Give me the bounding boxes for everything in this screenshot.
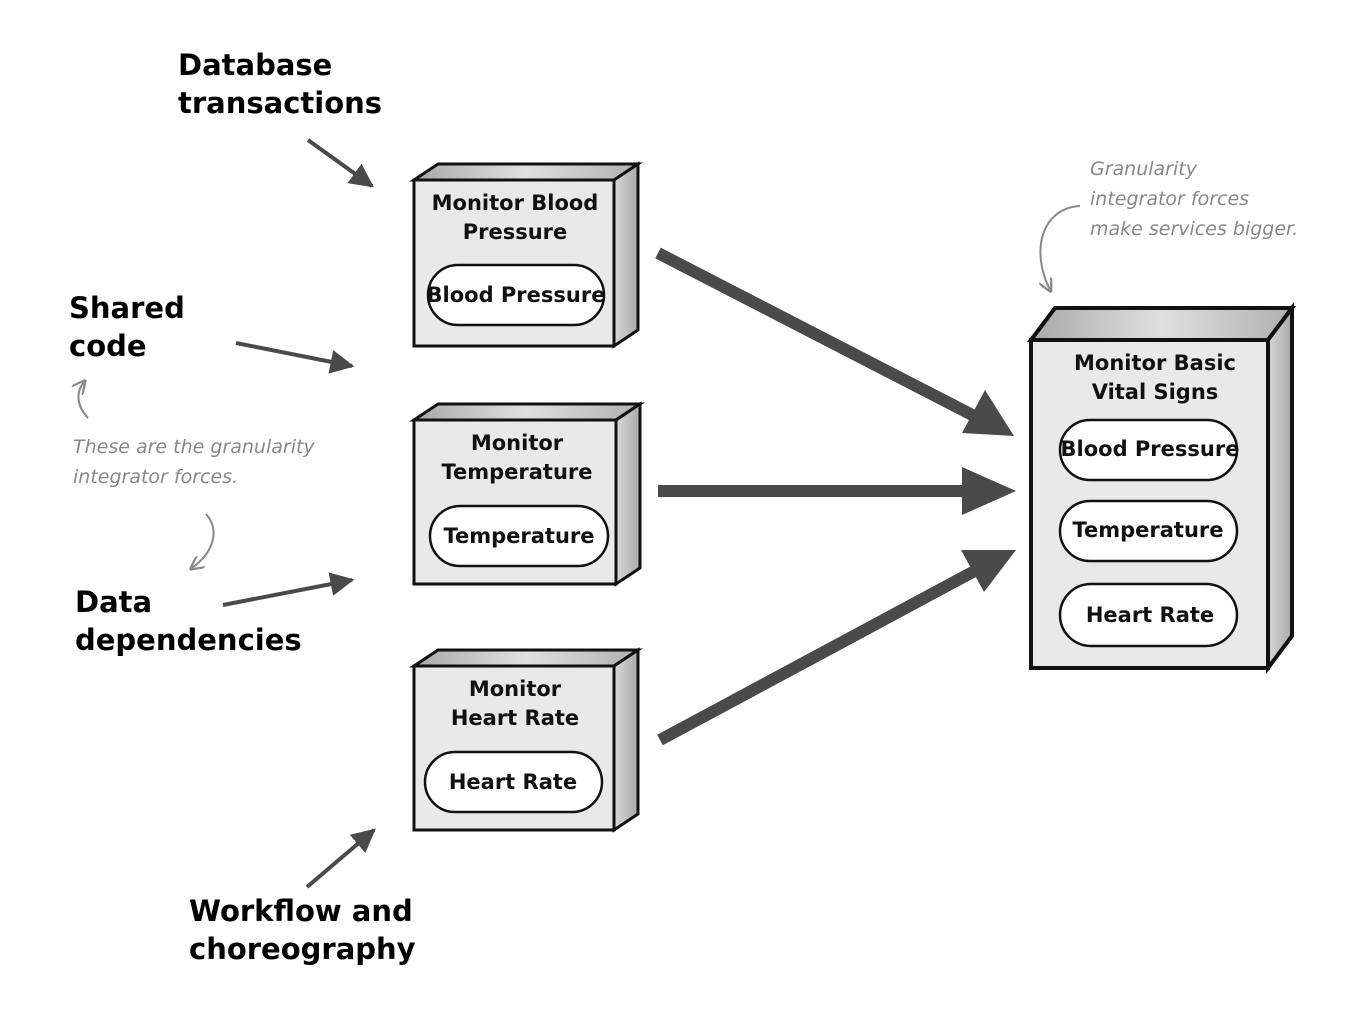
merge-arrows bbox=[655, 247, 1016, 746]
merge-arrow-heart-rate bbox=[657, 550, 1016, 746]
box-side bbox=[612, 161, 640, 349]
note-arrow-up bbox=[78, 382, 89, 419]
service-title: Monitor Blood bbox=[432, 191, 599, 215]
force-arrow-workflow bbox=[305, 828, 376, 889]
pill-label: Temperature bbox=[443, 524, 594, 548]
note-services-bigger: Granularity integrator forces make servi… bbox=[1090, 158, 1299, 240]
box-top bbox=[409, 402, 645, 422]
note-arrows bbox=[78, 205, 1081, 568]
service-monitor-blood-pressure: Monitor Blood Pressure Blood Pressure bbox=[409, 161, 643, 349]
box-top bbox=[1027, 306, 1296, 342]
pill-label: Heart Rate bbox=[1086, 603, 1214, 627]
force-arrows bbox=[222, 138, 376, 889]
note-arrow-right bbox=[1040, 205, 1081, 290]
pill-label: Blood Pressure bbox=[427, 283, 606, 307]
service-title: Temperature bbox=[441, 460, 592, 484]
pill bbox=[428, 504, 610, 568]
merge-arrow-temperature bbox=[658, 467, 1016, 515]
pill bbox=[1058, 582, 1239, 648]
service-title: Pressure bbox=[463, 220, 568, 244]
box-side bbox=[614, 401, 642, 587]
force-arrow-shared-code bbox=[235, 341, 355, 374]
pill bbox=[1058, 499, 1239, 563]
force-label-workflow: Workflow and choreography bbox=[189, 894, 416, 966]
force-label-shared-code: Shared code bbox=[69, 291, 185, 363]
pill-label: Blood Pressure bbox=[1061, 437, 1240, 461]
service-title: Vital Signs bbox=[1092, 380, 1219, 404]
service-monitor-temperature: Monitor Temperature Temperature bbox=[409, 401, 645, 587]
service-title: Monitor Basic bbox=[1074, 351, 1236, 375]
box-top bbox=[409, 648, 643, 668]
service-monitor-basic-vital-signs: Monitor Basic Vital Signs Blood Pressure… bbox=[1027, 302, 1296, 674]
service-title: Heart Rate bbox=[451, 706, 579, 730]
force-arrow-database bbox=[306, 138, 374, 188]
service-monitor-heart-rate: Monitor Heart Rate Heart Rate bbox=[409, 647, 643, 833]
note-integrator-forces: These are the granularity integrator for… bbox=[73, 436, 315, 488]
pill bbox=[423, 750, 604, 814]
box-side bbox=[612, 647, 640, 833]
force-label-database-transactions: Database transactions bbox=[178, 48, 383, 120]
pill bbox=[426, 263, 606, 327]
note-arrow-down bbox=[192, 513, 215, 568]
service-title: Monitor bbox=[471, 431, 564, 455]
pill-label: Heart Rate bbox=[449, 770, 577, 794]
box-side bbox=[1266, 302, 1294, 674]
force-arrow-data-dependencies bbox=[222, 572, 355, 607]
force-label-data-dependencies: Data dependencies bbox=[75, 585, 302, 657]
box-top bbox=[409, 162, 643, 182]
service-title: Monitor bbox=[469, 677, 562, 701]
pill bbox=[1058, 418, 1239, 482]
merge-arrow-blood-pressure bbox=[655, 247, 1014, 436]
pill-label: Temperature bbox=[1072, 518, 1223, 542]
